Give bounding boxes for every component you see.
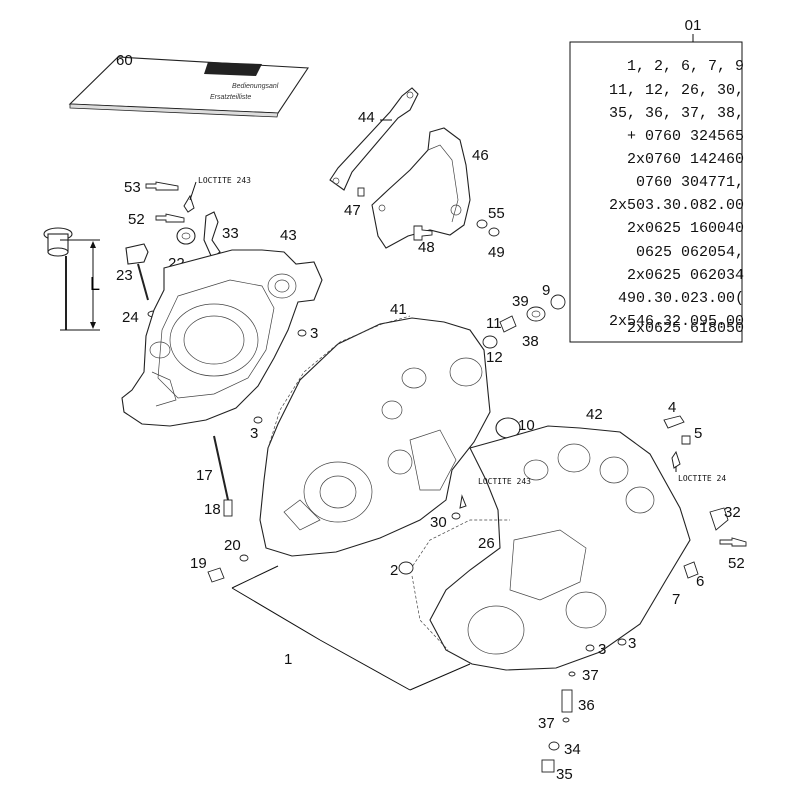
crankcase-half-42: [409, 425, 691, 671]
callout-10: 10: [518, 417, 535, 434]
crankcase-half-41: [259, 315, 491, 557]
callout-47: 47: [344, 202, 361, 219]
callout-48: 48: [418, 239, 435, 256]
callout-44: 44: [358, 109, 375, 126]
callout-01: 01: [685, 17, 702, 34]
callout-38: 38: [522, 333, 539, 350]
kit-line: 35, 36, 37, 38,: [609, 105, 744, 122]
callout-33: 33: [222, 225, 239, 242]
callout-20: 20: [224, 537, 241, 554]
kit-line: + 0760 324565: [627, 128, 744, 145]
callout-53: 53: [124, 179, 141, 196]
kit-line: 11, 12, 26, 30,: [609, 82, 744, 99]
callout-19: 19: [190, 555, 207, 572]
callout-1: 1: [284, 651, 292, 668]
loctite-note-left: LOCTITE 243: [198, 176, 251, 185]
callout-32: 32: [724, 504, 741, 521]
callout-41: 41: [390, 301, 407, 318]
kit-contents-box: 1, 2, 6, 7, 9 11, 12, 26, 30, 35, 36, 37…: [569, 34, 744, 343]
kit-line: 0760 304771,: [636, 174, 744, 191]
callout-9: 9: [542, 282, 550, 299]
loctite-note-right: LOCTITE 24: [678, 474, 726, 483]
callout-7: 7: [672, 591, 680, 608]
loctite-note-center: LOCTITE 243: [478, 477, 531, 486]
callout-52b: 52: [728, 555, 745, 572]
dipstick-with-dimension: L: [43, 227, 100, 331]
kit-line: 2x0625 062034: [627, 267, 744, 284]
callout-5: 5: [694, 425, 702, 442]
dimension-label: L: [90, 274, 100, 294]
kit-line: 2x546.32.095.00: [609, 313, 744, 330]
callout-12: 12: [486, 349, 503, 366]
callout-30: 30: [430, 514, 447, 531]
callout-34: 34: [564, 741, 581, 758]
callout-43: 43: [280, 227, 297, 244]
callout-37a: 37: [582, 667, 599, 684]
callout-4: 4: [668, 399, 676, 416]
callout-3c: 3: [598, 641, 606, 658]
callout-6: 6: [696, 573, 704, 590]
callout-42: 42: [586, 406, 603, 423]
callout-26: 26: [478, 535, 495, 552]
callout-39: 39: [512, 293, 529, 310]
cover-46: [371, 127, 471, 249]
callout-3d: 3: [628, 635, 636, 652]
kit-line: 490.30.023.00(: [618, 290, 744, 307]
manual-subtitle: Ersatzteilliste: [210, 94, 251, 101]
ktm-logo-icon: [204, 62, 262, 76]
callout-23: 23: [116, 267, 133, 284]
callout-11: 11: [486, 315, 502, 332]
callout-17: 17: [196, 467, 213, 484]
callout-1-leader: [231, 565, 471, 691]
callout-46: 46: [472, 147, 489, 164]
callout-24: 24: [122, 309, 139, 326]
callout-49: 49: [488, 244, 505, 261]
callout-55: 55: [488, 205, 505, 222]
bracket-44: [329, 87, 419, 191]
kit-line: 2x0760 142460: [627, 151, 744, 168]
kit-line: 0625 062054,: [636, 244, 744, 261]
callout-2: 2: [390, 562, 398, 579]
callout-3b: 3: [250, 425, 258, 442]
kit-line: 1, 2, 6, 7, 9: [627, 58, 744, 75]
callout-18: 18: [204, 501, 221, 518]
owners-manual-booklet: Bedienungsanl Ersatzteilliste: [68, 56, 309, 118]
callout-36: 36: [578, 697, 595, 714]
manual-title: Bedienungsanl: [232, 83, 279, 90]
kit-line: 2x0625 618050: [627, 320, 744, 337]
small-parts-left: [125, 181, 221, 318]
kit-line: 2x0625 160040: [627, 220, 744, 237]
clutch-cover-43: [121, 249, 323, 427]
callout-37b: 37: [538, 715, 555, 732]
callout-35: 35: [556, 766, 573, 783]
callout-60: 60: [116, 52, 133, 69]
callout-3a: 3: [310, 325, 318, 342]
kit-line: 2x503.30.082.00: [609, 197, 744, 214]
callout-52a: 52: [128, 211, 145, 228]
